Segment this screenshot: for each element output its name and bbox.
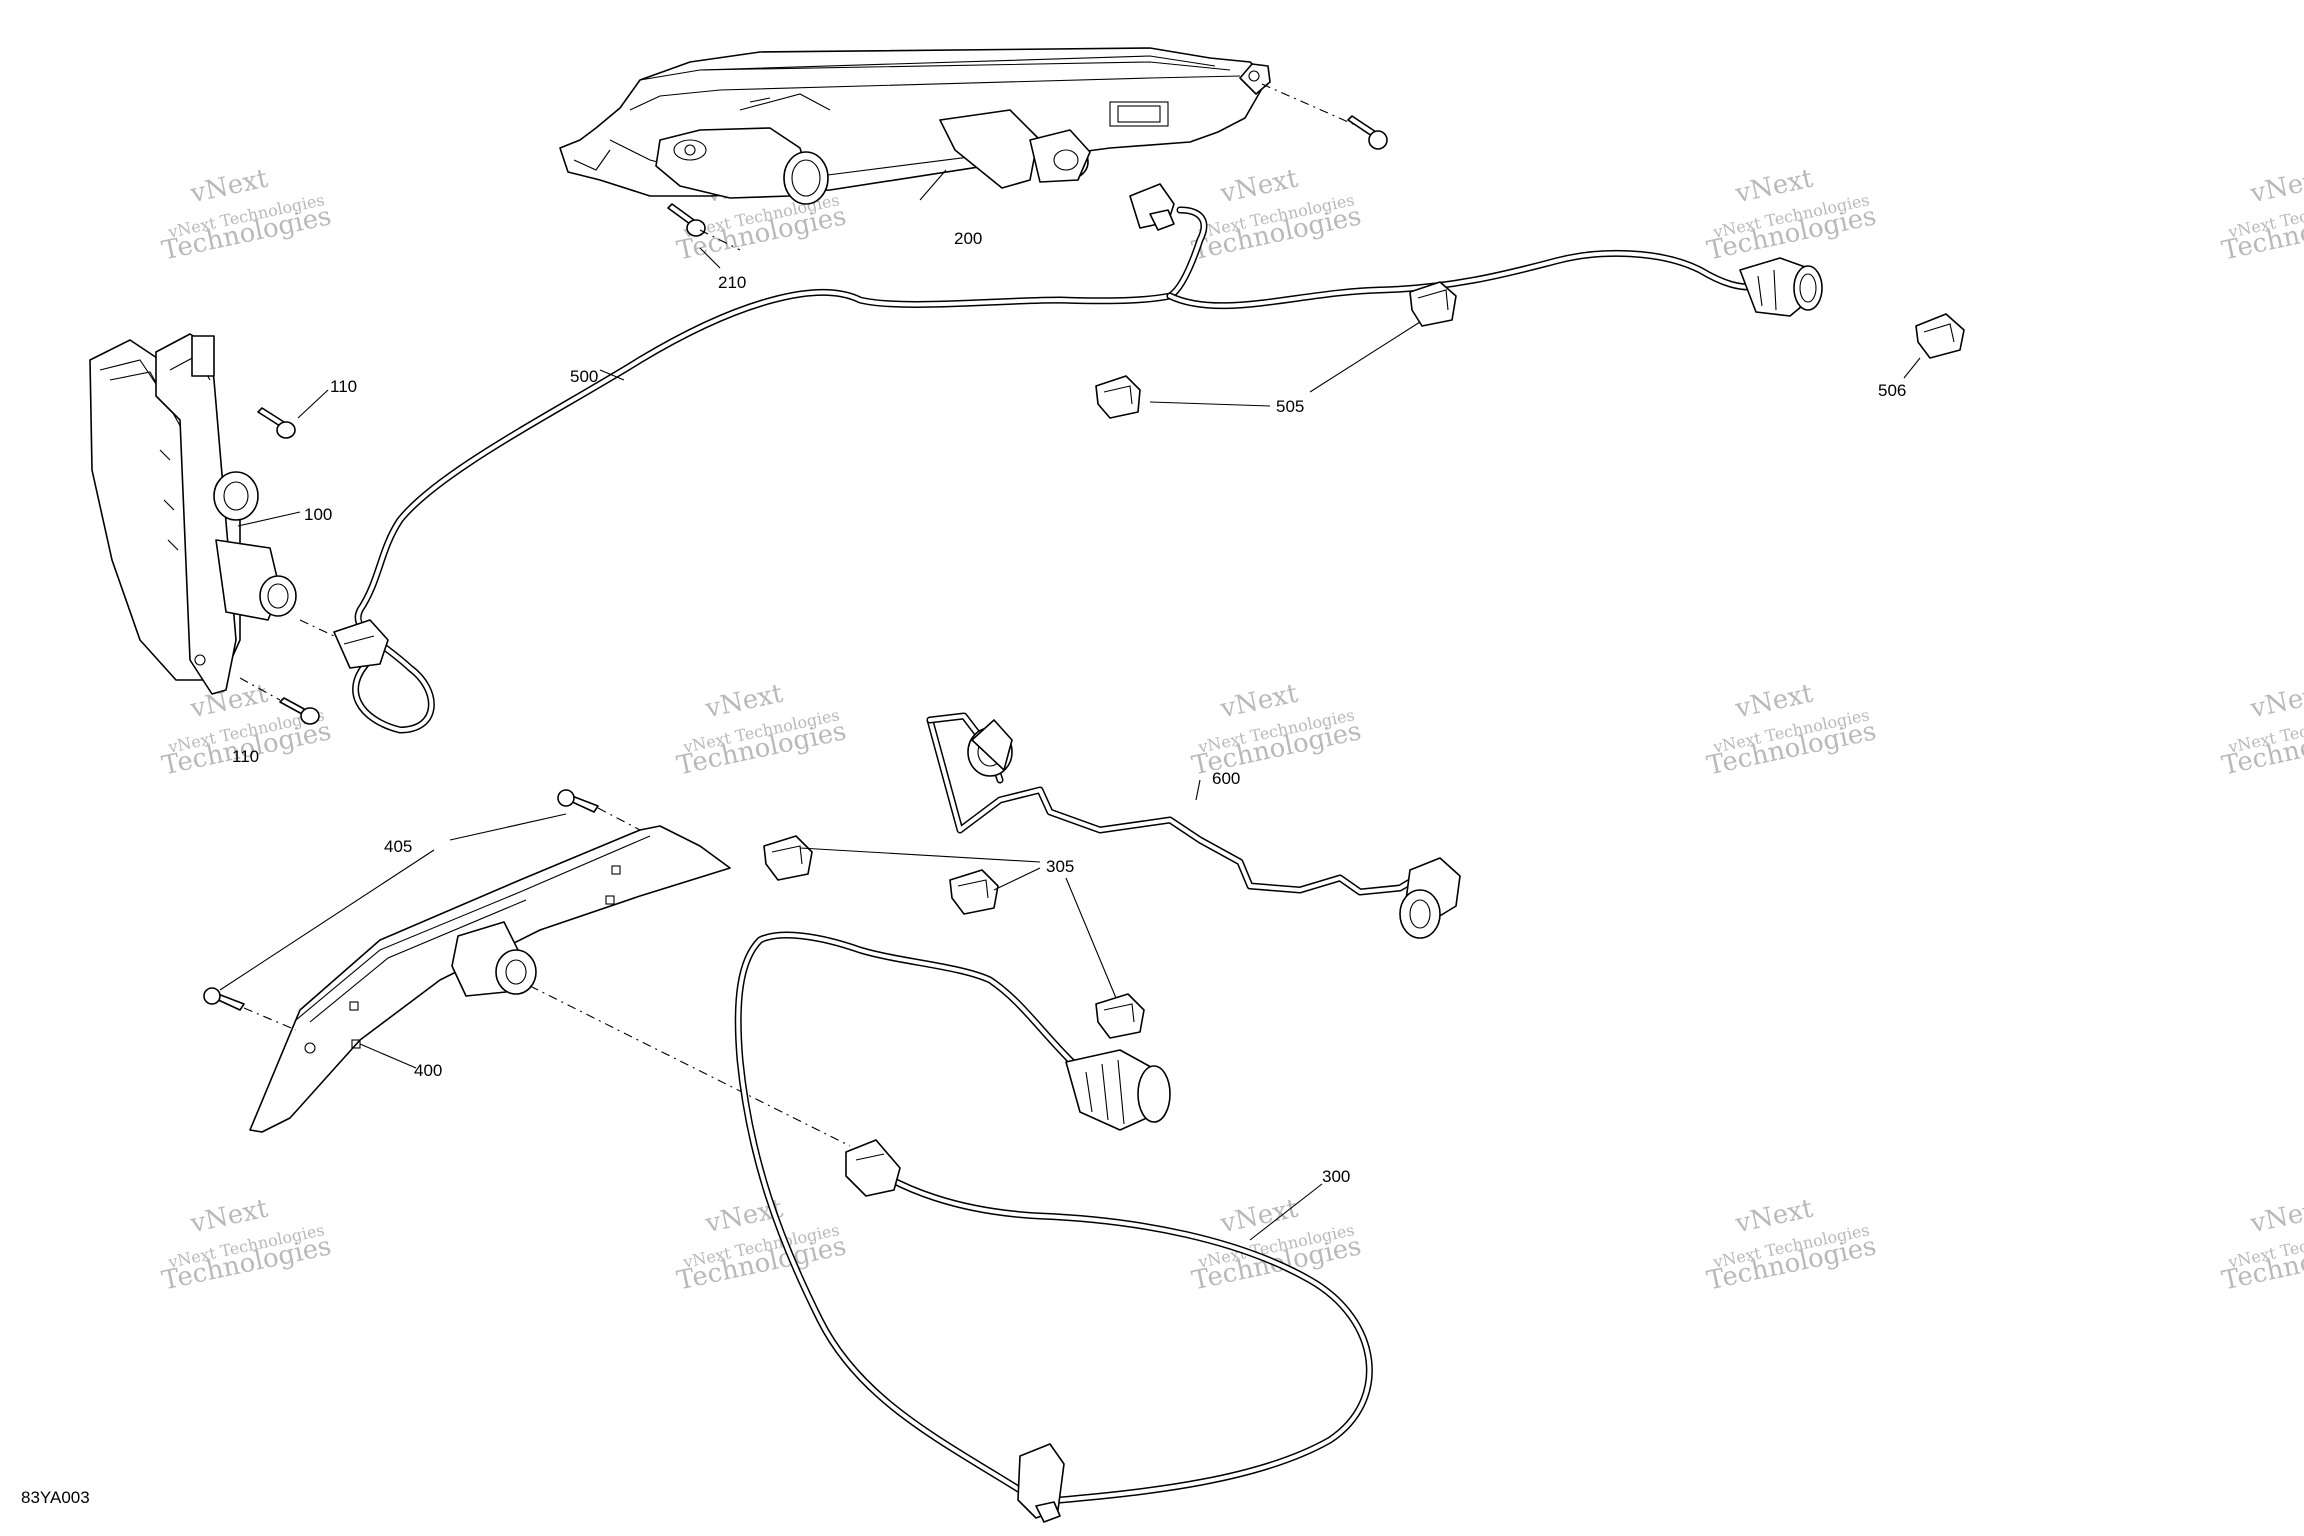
watermark-text: vNext: [1732, 164, 1816, 210]
callout-110-lower: 110: [232, 747, 259, 766]
leader-lines: [219, 169, 1921, 1241]
part-200-light-housing: [559, 47, 1271, 205]
callout-200: 200: [954, 229, 982, 248]
part-400-light-bar: [249, 825, 731, 1133]
callout-505: 505: [1276, 397, 1304, 416]
watermark-text: vNext: [2247, 1194, 2304, 1240]
callout-600: 600: [1212, 769, 1240, 788]
part-506-clip: [1915, 313, 1965, 359]
part-200-screw-right: [1261, 83, 1388, 150]
axis-100-connector: [299, 619, 335, 637]
watermark-text: vNext: [1217, 679, 1301, 725]
part-505-clip-right: [1409, 281, 1457, 327]
watermark-text: vNext: [2247, 164, 2304, 210]
part-210-screw: [667, 203, 741, 251]
watermark-text: vNext: [702, 679, 786, 725]
watermark-text: vNext: [1732, 679, 1816, 725]
part-600-harness: [926, 712, 1461, 939]
callout-305: 305: [1046, 857, 1074, 876]
watermark-text: vNext: [187, 679, 271, 725]
part-100-side-light: [89, 333, 297, 695]
watermark-text: vNext: [1217, 164, 1301, 210]
callout-210: 210: [718, 273, 746, 292]
part-110-screw-upper: [257, 407, 296, 439]
part-405-screw-upper: [557, 789, 641, 831]
callout-100: 100: [304, 505, 332, 524]
callout-506: 506: [1878, 381, 1906, 400]
drawing-code: 83YA003: [21, 1488, 90, 1507]
watermark-text: vNext: [1732, 1194, 1816, 1240]
callout-500: 500: [570, 367, 598, 386]
callout-400: 400: [414, 1061, 442, 1080]
watermark-text: vNext: [187, 1194, 271, 1240]
part-500-harness: [333, 183, 1823, 734]
watermark-text: vNext: [2247, 679, 2304, 725]
callout-300: 300: [1322, 1167, 1350, 1186]
axis-400-connector: [529, 985, 851, 1147]
part-305-clip-c: [1095, 993, 1145, 1039]
callout-labels: 100 110 110 200 210 300 305 400 405 500 …: [232, 229, 1906, 1186]
part-505-clip-left: [1095, 375, 1141, 419]
callout-110-upper: 110: [330, 377, 357, 396]
part-300-harness: [734, 931, 1373, 1523]
part-305-clip-a: [763, 835, 813, 881]
part-305-clip-b: [949, 869, 999, 915]
watermark-text: vNext: [187, 164, 271, 210]
part-405-screw-lower: [203, 987, 297, 1031]
part-110-screw-lower: [239, 677, 320, 725]
callout-405: 405: [384, 837, 412, 856]
